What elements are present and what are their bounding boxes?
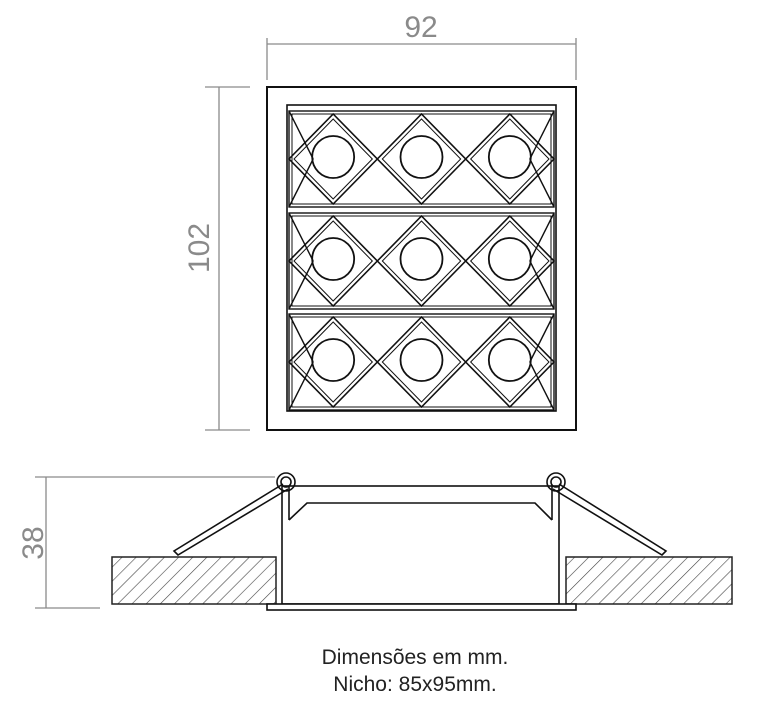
led-row [287,212,556,310]
ceiling-right [565,556,733,605]
width-label: 92 [404,11,437,44]
reflector [376,214,467,308]
front-view [266,86,577,431]
reflector [287,315,379,409]
led-modules [287,110,556,411]
reflector [376,315,467,409]
depth-label: 38 [17,526,50,559]
height-label: 102 [183,223,216,273]
reflector [287,112,379,206]
led-row [287,313,556,411]
led-lens [399,135,444,179]
led-lens [311,237,356,281]
led-lens [311,135,356,179]
ceiling-section [111,556,733,605]
depth-dimension [35,476,275,609]
reflector [464,214,556,308]
reflector [287,214,379,308]
led-lens [487,338,532,382]
ceiling-left [111,556,277,605]
led-row [287,110,556,208]
fixture-body [281,485,560,605]
width-dimension [266,38,577,80]
fixture-flange [266,603,577,611]
fixture-lens [288,502,553,521]
led-lens [487,237,532,281]
inner-frame [286,104,557,412]
clip-arm-right [552,483,668,557]
led-lens [311,338,356,382]
outer-frame [266,86,577,431]
reflector [376,112,467,206]
led-lens [399,237,444,281]
led-lens [399,338,444,382]
side-view [172,472,668,611]
reflector [464,315,556,409]
caption-niche: Nicho: 85x95mm. [333,673,497,696]
caption-dimensions: Dimensões em mm. [321,646,509,669]
height-dimension [205,86,250,431]
clip-arm-left [172,483,289,557]
led-lens [487,135,532,179]
reflector [464,112,556,206]
